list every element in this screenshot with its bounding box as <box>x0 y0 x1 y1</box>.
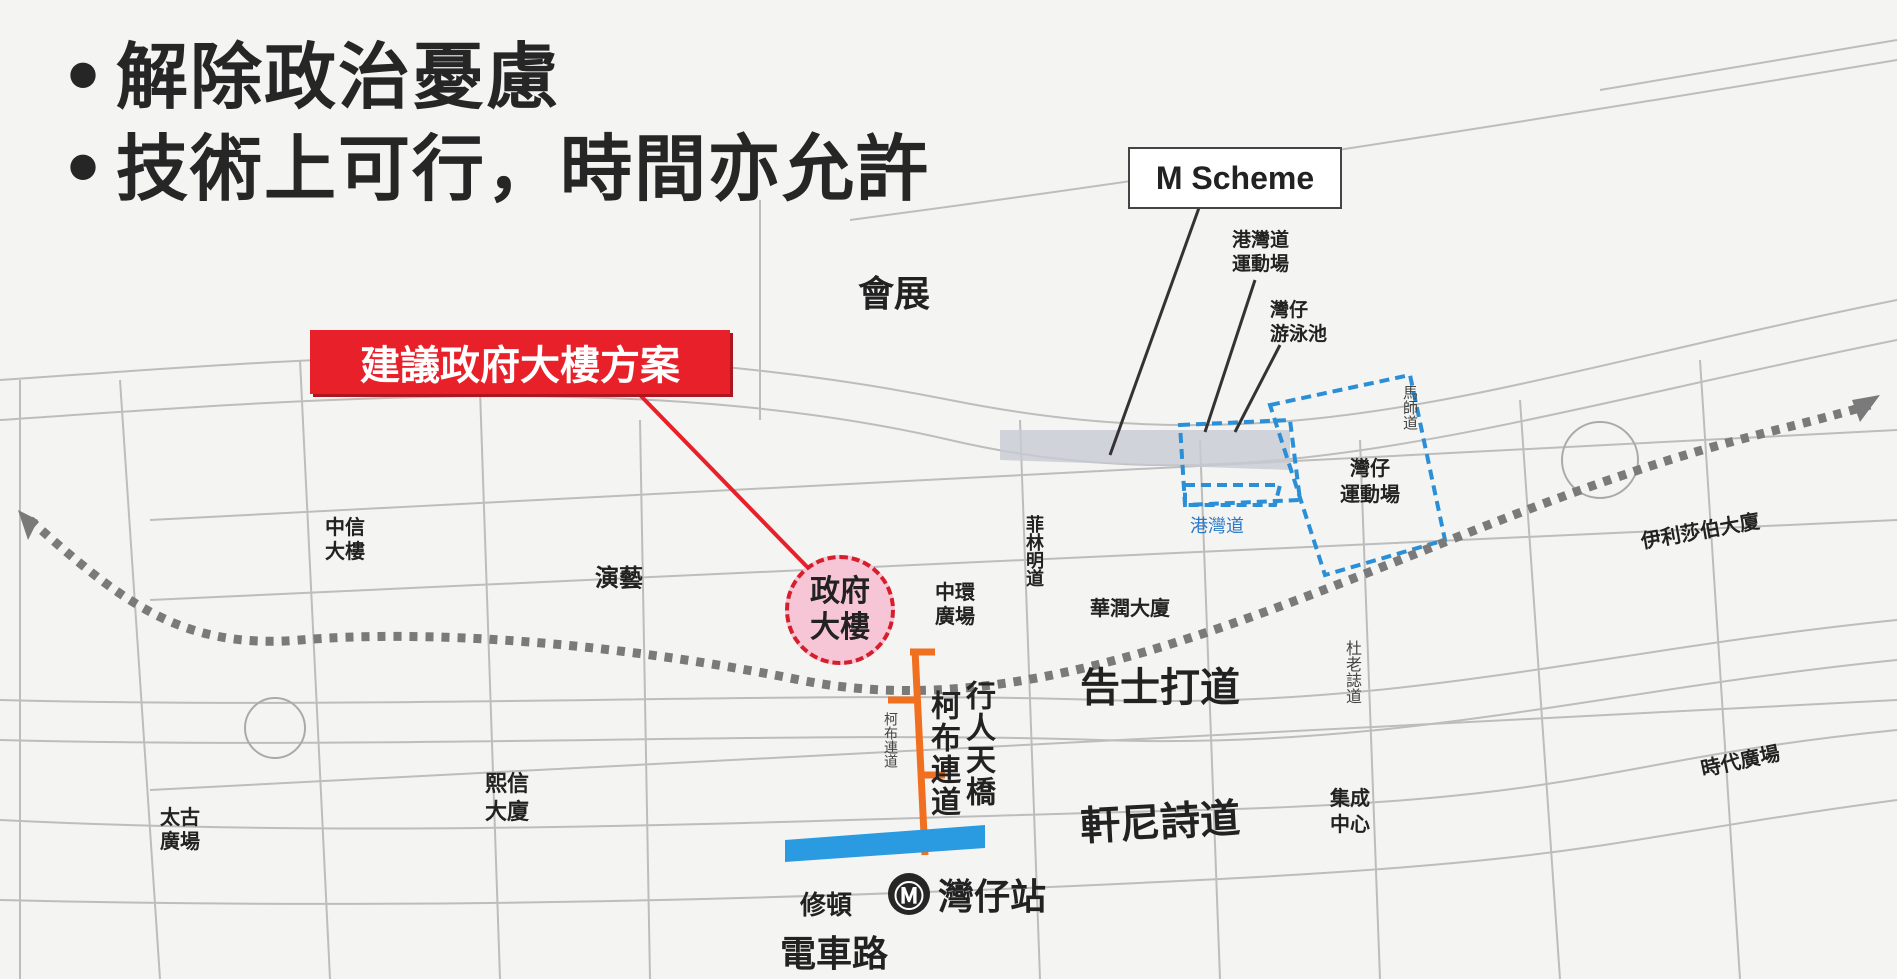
label-hr-sports: 港灣道 運動場 <box>1232 229 1290 275</box>
m-scheme-area <box>1000 430 1290 470</box>
label-citic: 中信 大樓 <box>325 515 365 563</box>
station-block <box>785 825 985 862</box>
bullet-political-concerns: •解除政治憂慮 <box>60 18 560 123</box>
label-pedestrian-bridge: 行人天橋 <box>960 680 995 808</box>
gov-building-line2: 大樓 <box>810 610 870 645</box>
label-harbour-centre: 華潤大廈 <box>1090 596 1170 620</box>
proposal-callout: 建議政府大樓方案 <box>310 330 730 394</box>
mtr-icon: Ⓜ <box>888 873 930 915</box>
main-road-route <box>27 400 1872 696</box>
roundabout <box>1561 421 1639 499</box>
route-arrow-left <box>18 510 38 540</box>
hr-sports-leader-line <box>1203 279 1257 433</box>
label-o-brien: 柯布連道 <box>925 690 960 818</box>
label-harbour-road: 港灣道 <box>1190 516 1244 537</box>
bullet-text: 技術上可行，時間亦允許 <box>116 127 931 211</box>
label-tram: 電車路 <box>780 934 889 975</box>
bullet-technical-feasible: •技術上可行，時間亦允許 <box>60 110 930 215</box>
m-scheme-callout: M Scheme <box>1128 147 1342 209</box>
park-circle <box>244 697 306 759</box>
route-arrow-right <box>1852 395 1880 422</box>
label-hennessy: 軒尼詩道 <box>1079 795 1242 851</box>
proposal-leader-line <box>638 393 817 577</box>
label-pacific: 太古 廣場 <box>160 805 200 853</box>
label-lockhart: 告士打道 <box>1080 665 1240 711</box>
scheme-leader-line <box>1108 204 1202 456</box>
label-percival: 杜老誌道 <box>1343 640 1362 704</box>
bullet-text: 解除政治憂慮 <box>116 35 561 119</box>
gov-building-line1: 政府 <box>810 574 870 609</box>
label-tonnochy: 馬師道 <box>1401 385 1419 430</box>
bullet-dot: • <box>60 35 109 119</box>
label-central-plaza: 中環 廣場 <box>935 580 975 628</box>
label-southorn: 修頓 <box>800 891 853 921</box>
label-fleming: 菲林明道 <box>1023 515 1044 587</box>
bullet-dot: • <box>60 127 109 211</box>
gov-building-marker: 政府 大樓 <box>785 555 895 665</box>
footbridge-line <box>888 648 945 856</box>
label-wc-stadium: 灣仔 運動場 <box>1340 456 1400 506</box>
label-jardine: 集成 中心 <box>1330 786 1370 836</box>
label-convention: 會展 <box>858 273 931 315</box>
label-arts: 演藝 <box>595 563 643 592</box>
pool-leader-line <box>1233 344 1282 433</box>
street-grid <box>0 39 1897 979</box>
label-hysan: 熙信 大廈 <box>485 771 530 825</box>
label-wanchai-station: 灣仔站 <box>938 877 1047 918</box>
label-pool: 灣仔 游泳池 <box>1270 299 1328 345</box>
label-o-brien-small: 柯布連道 <box>882 712 898 768</box>
